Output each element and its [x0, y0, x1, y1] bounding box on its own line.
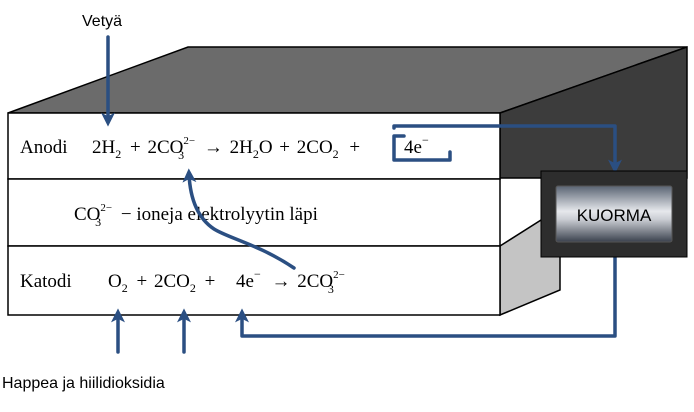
anode-equation: Anodi 2H2 + 2CO2−3 → 2H2O + 2CO2 + 4e−	[20, 133, 429, 164]
hydrogen-label: Vetyä	[82, 13, 122, 30]
load-label: KUORMA	[577, 206, 652, 225]
electrolyte-label: ioneja elektrolyytin läpi	[136, 204, 318, 225]
load-to-cathode-wire	[235, 245, 617, 338]
anode-label: Anodi	[20, 137, 68, 158]
electrolyte-equation: CO2−3 − ioneja elektrolyytin läpi	[74, 202, 318, 231]
electrolyte-layer	[7, 178, 501, 247]
cathode-label: Katodi	[20, 271, 72, 292]
carbonate-migration-arrow	[182, 168, 296, 270]
cathode-layer	[7, 245, 501, 316]
electron-bracket	[392, 134, 452, 162]
electron-wire-to-load	[392, 124, 622, 174]
load-inner	[555, 185, 673, 243]
cathode-electrons: 4e	[236, 271, 254, 292]
anode-layer	[7, 112, 501, 180]
anode-electrons: 4e	[404, 137, 422, 158]
oxygen-co2-label: Happea ja hiilidioksidia	[2, 375, 165, 392]
cathode-equation: Katodi O2 + 2CO2 + 4e− → 2CO2−3	[20, 262, 345, 297]
